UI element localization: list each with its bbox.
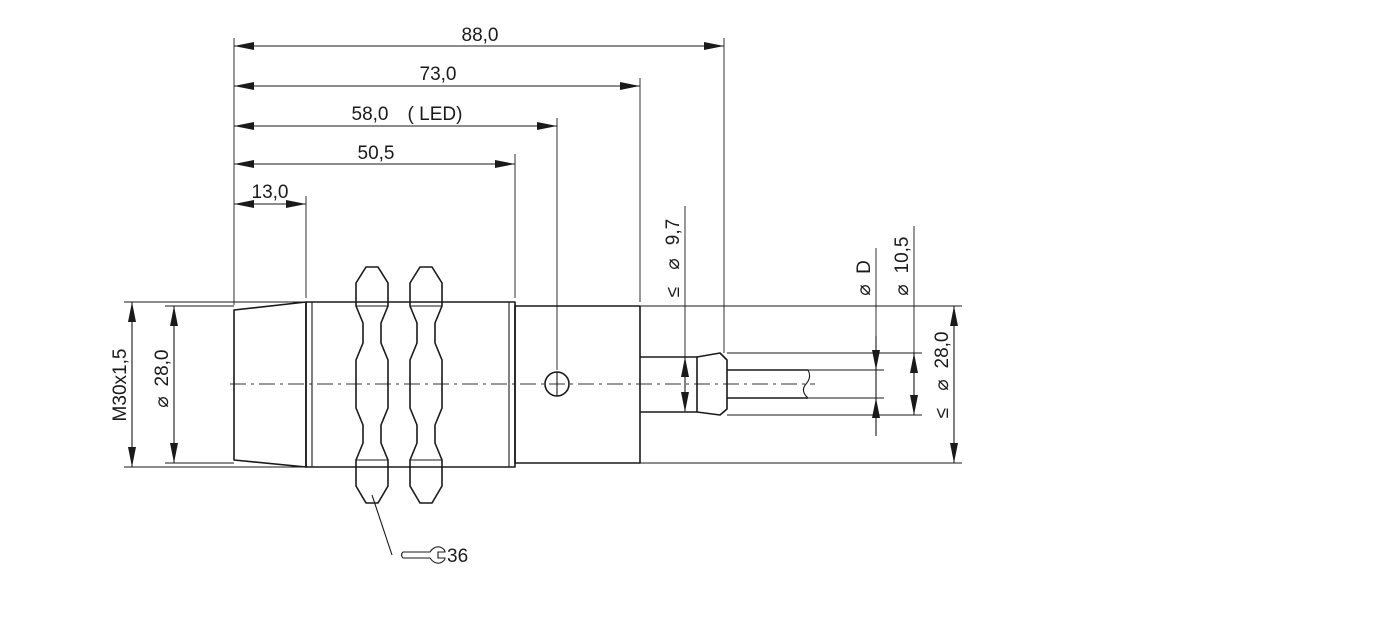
dia105-symbol: ⌀ <box>892 284 913 295</box>
dim-50-5-label: 50,5 <box>358 143 395 164</box>
strain-relief <box>696 352 728 416</box>
cable-gland <box>640 356 698 413</box>
right-dia28-le-symbol: ≤ <box>932 408 953 418</box>
wrench-callout: 36 <box>371 494 468 567</box>
dim-13-label: 13,0 <box>252 182 289 203</box>
dim-13: 13,0 <box>234 182 306 208</box>
left-dia28-label: 28,0 <box>152 350 173 387</box>
right-dia28-label: 28,0 <box>932 332 953 369</box>
thread-label: M30x1,5 <box>110 349 131 422</box>
wrench-icon <box>400 546 446 564</box>
diaD-symbol: ⌀ <box>854 284 875 295</box>
nut-1 <box>355 266 389 504</box>
dia97-label: 9,7 <box>663 219 684 245</box>
dim-88-label: 88,0 <box>462 25 499 46</box>
dim-right-dia28: ≤ ⌀ 28,0 <box>932 306 958 463</box>
right-dia28-symbol: ⌀ <box>932 379 953 390</box>
sensor-body <box>233 301 811 468</box>
wrench-size-label: 36 <box>447 546 468 567</box>
rear-housing <box>514 305 641 464</box>
dim-88: 88,0 <box>234 25 724 50</box>
dim-left-dia28: ⌀ 28,0 <box>152 306 178 463</box>
dim-58-led: 58,0 ( LED) <box>234 104 557 130</box>
dim-50-5: 50,5 <box>234 143 515 168</box>
dim-58-note: ( LED) <box>408 104 463 125</box>
dia105-label: 10,5 <box>892 237 913 274</box>
dim-diaD: ⌀ D <box>854 248 880 436</box>
dim-73-label: 73,0 <box>420 64 457 85</box>
dim-dia97: ≤ ⌀ 9,7 <box>663 206 689 412</box>
dim-dia105: ⌀ 10,5 <box>892 226 918 415</box>
left-dia28-symbol: ⌀ <box>152 396 173 407</box>
nut-2 <box>409 266 443 504</box>
dia97-symbol: ⌀ <box>663 258 684 269</box>
dia97-le-symbol: ≤ <box>663 287 684 297</box>
dim-thread: M30x1,5 <box>110 302 136 467</box>
dim-73: 73,0 <box>234 64 640 90</box>
diaD-label: D <box>854 260 875 274</box>
dim-58-label: 58,0 <box>352 104 389 125</box>
